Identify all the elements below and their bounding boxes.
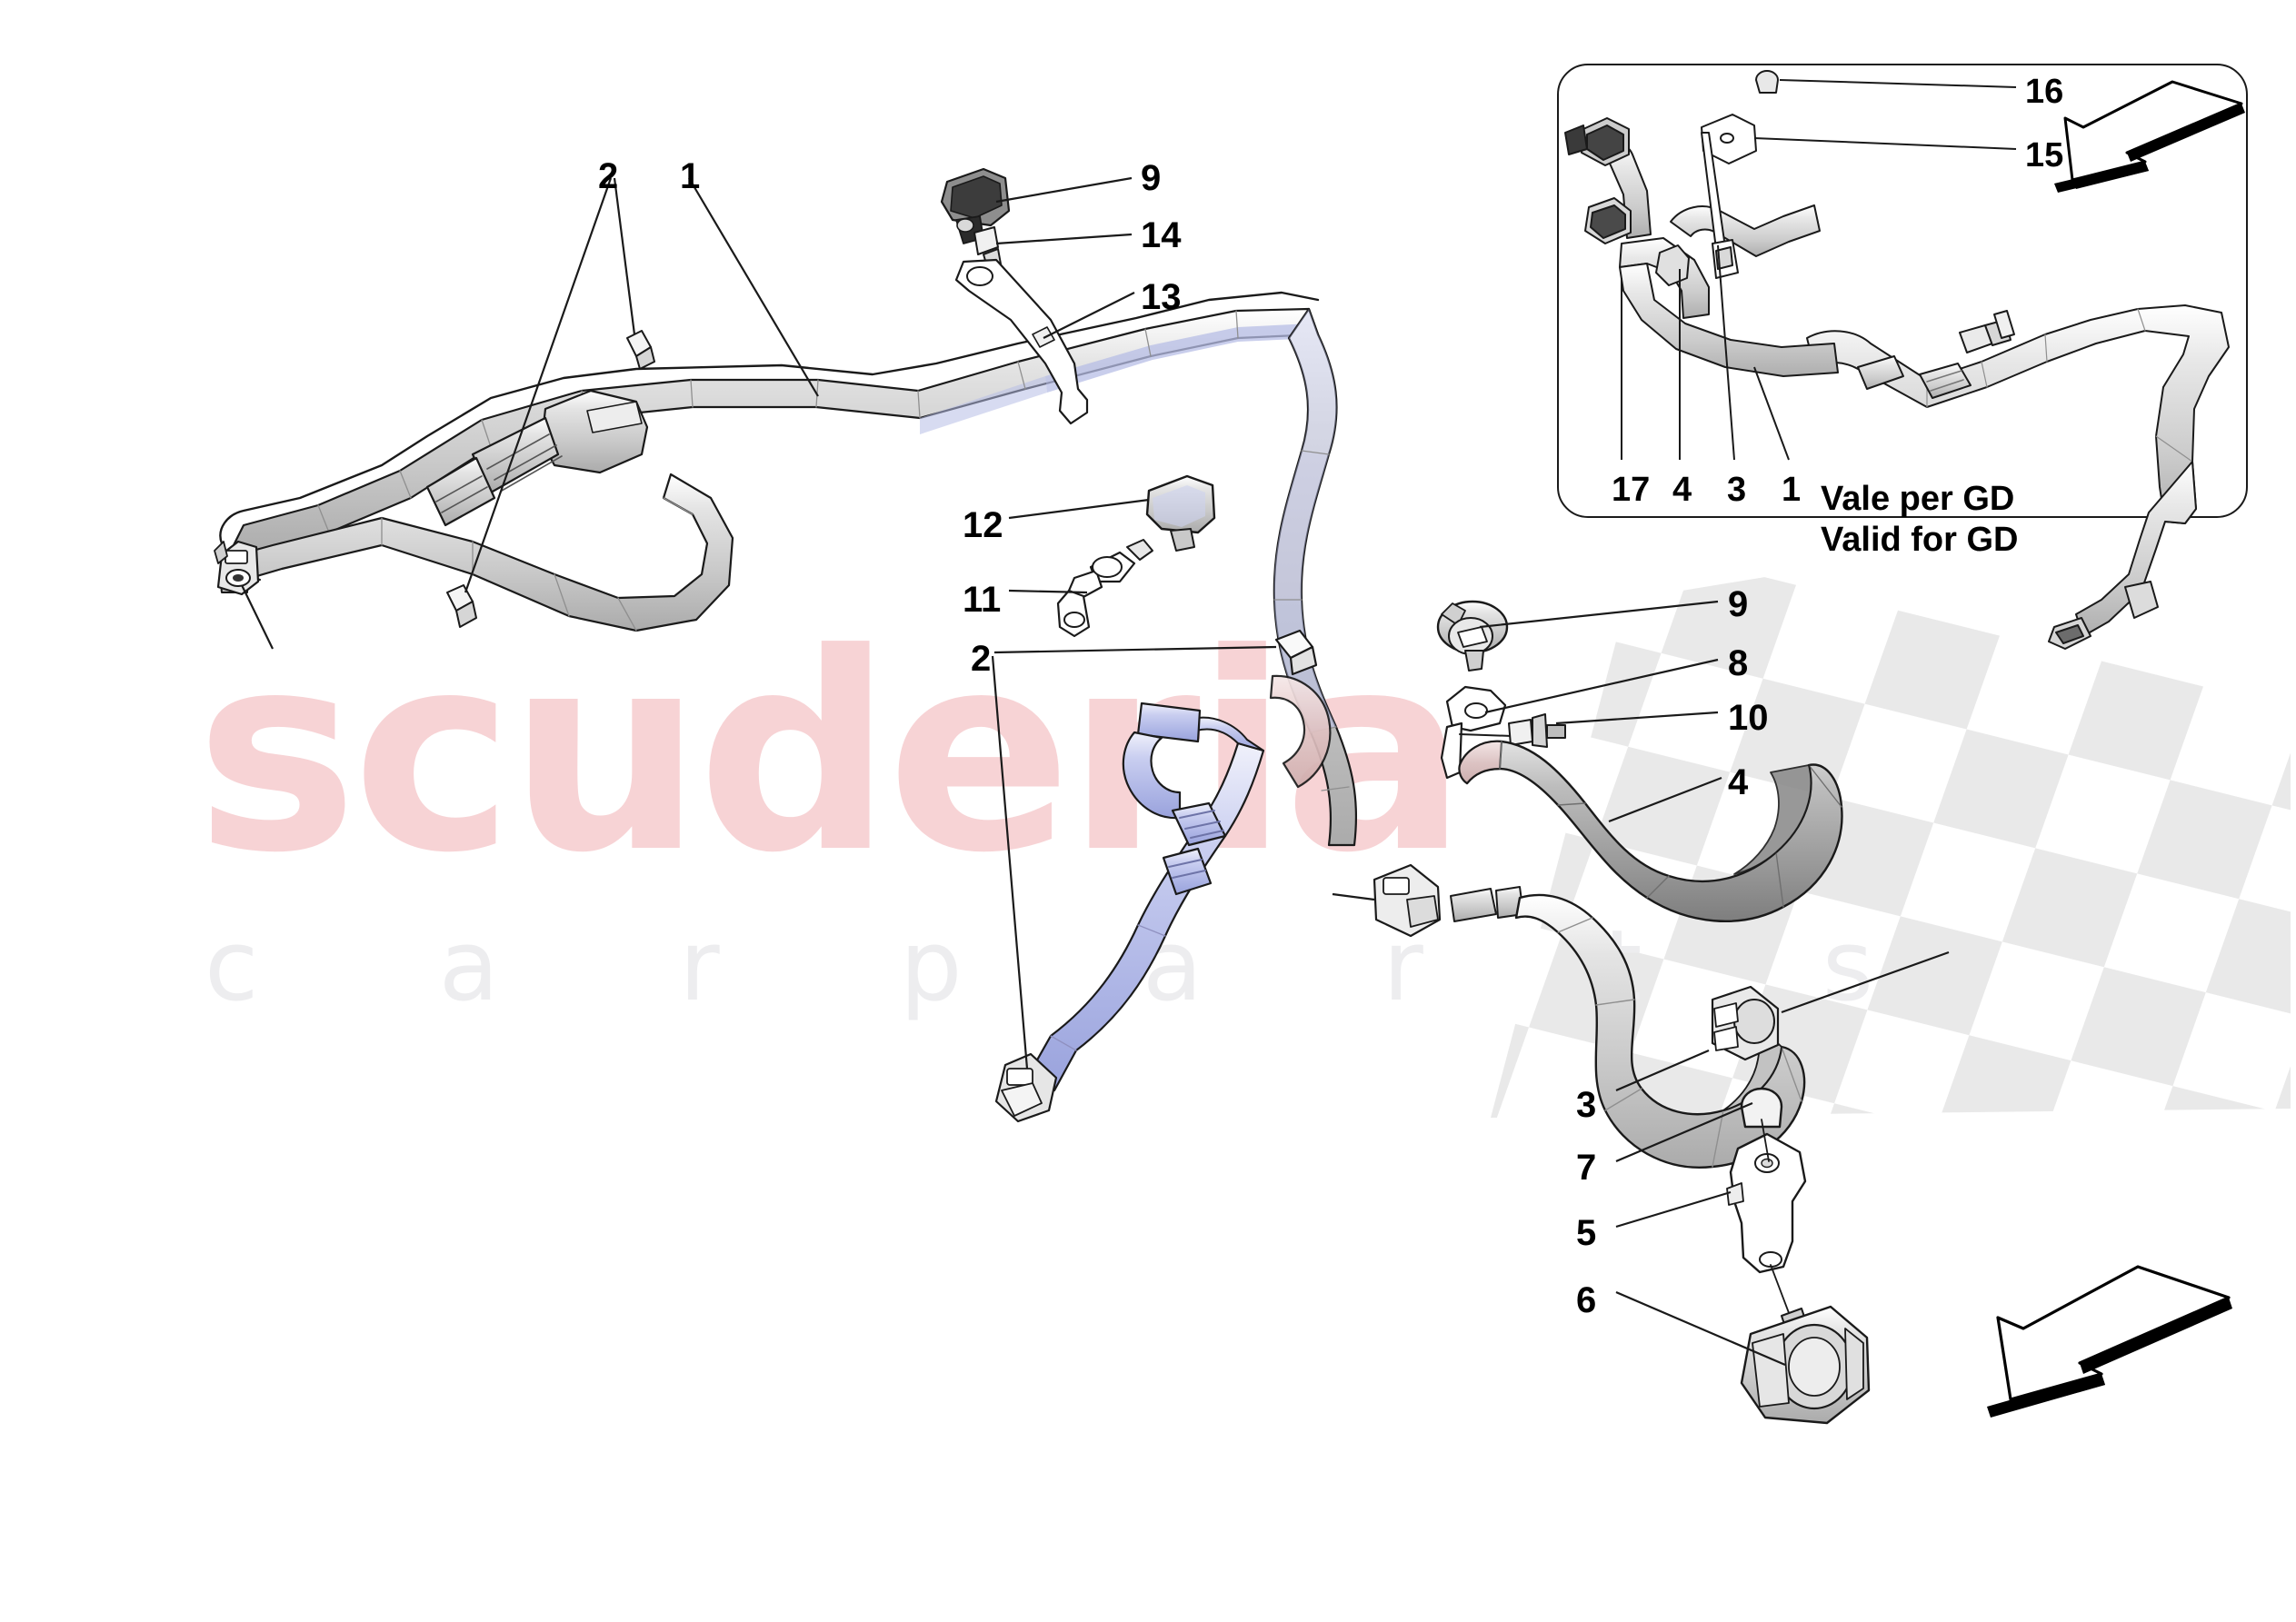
inset-callout-4: 4 — [1672, 471, 1692, 509]
inset-panel-valid-for-gd — [1557, 64, 2248, 518]
clamp-on-hose-3 — [1711, 985, 1780, 1061]
callout-14: 14 — [1141, 215, 1182, 255]
plug-part-7 — [1740, 1087, 1783, 1129]
bolt-part-10 — [1508, 713, 1566, 748]
callout-3: 3 — [1576, 1085, 1597, 1125]
hose-lower-loop-left — [214, 473, 734, 632]
inset-note-english: Valid for GD — [1821, 521, 2019, 559]
callout-5: 5 — [1576, 1213, 1597, 1253]
inset-callout-16: 16 — [2025, 73, 2064, 111]
bracket-part-8 — [1440, 685, 1513, 780]
inset-callout-15: 15 — [2025, 136, 2064, 174]
callout-11: 11 — [963, 580, 1002, 620]
hose-coupling-left — [425, 389, 649, 527]
clamp-part-6 — [1740, 1305, 1871, 1425]
inset-callout-3: 3 — [1727, 471, 1747, 509]
connector-middle-right — [1373, 863, 1524, 938]
callout-10: 10 — [1728, 698, 1769, 738]
callout-12: 12 — [963, 505, 1003, 545]
cap-part-12 — [1145, 474, 1216, 552]
callout-9-right: 9 — [1728, 584, 1749, 624]
clamp-part-2-top — [626, 330, 655, 370]
callout-4: 4 — [1728, 762, 1749, 802]
callout-7: 7 — [1576, 1148, 1597, 1188]
callout-2-top: 2 — [598, 156, 619, 196]
callout-8: 8 — [1728, 643, 1749, 683]
callout-6: 6 — [1576, 1280, 1597, 1320]
callout-13: 13 — [1141, 277, 1182, 317]
callout-2-centre: 2 — [971, 639, 992, 679]
hose-part-4 — [1458, 740, 1843, 922]
clip-part-11 — [1056, 539, 1153, 638]
callout-1: 1 — [680, 156, 701, 196]
leader-lines-inset — [1621, 79, 2017, 461]
inset-note-italian: Vale per GD — [1821, 480, 2015, 518]
hose-centre-blue-assembly — [994, 674, 1332, 1123]
clamp-part-2-centre — [1274, 629, 1318, 676]
clip-part-9-top — [940, 167, 1011, 244]
callout-9-top: 9 — [1141, 158, 1162, 198]
leader-lines-main — [241, 176, 1950, 1367]
clamp-part-2-lower — [446, 584, 477, 628]
inset-callout-1: 1 — [1782, 471, 1802, 509]
bracket-part-5 — [1726, 1119, 1807, 1318]
inset-callout-17: 17 — [1612, 471, 1651, 509]
hose-part-3 — [1514, 893, 1806, 1169]
